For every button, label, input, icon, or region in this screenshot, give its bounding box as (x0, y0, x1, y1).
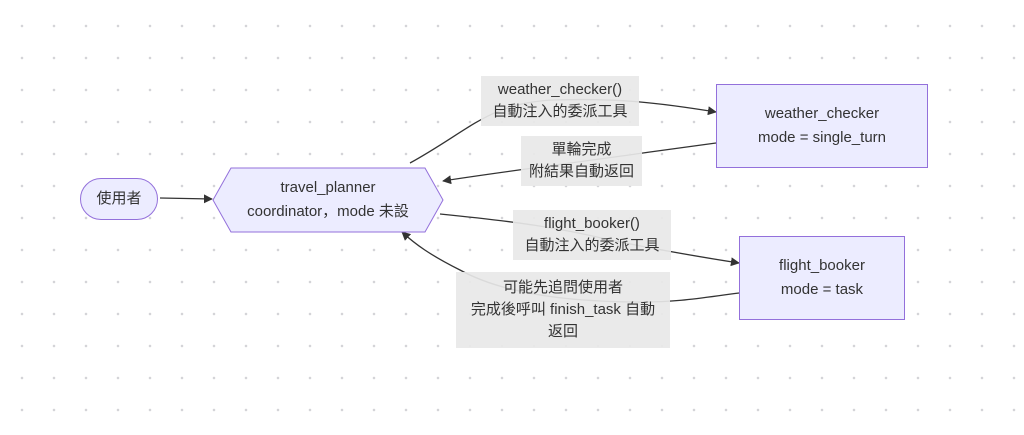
edge-label-to-weather-line1: weather_checker() (497, 81, 623, 98)
edge-label-to-weather-line2: 自動注入的委派工具 (492, 103, 628, 120)
edge-label-from-flight: 可能先追問使用者 完成後呼叫 finish_task 自動 返回 (456, 272, 670, 348)
node-flight-booker-subtitle: mode = task (780, 281, 864, 298)
edge-label-from-flight-line1: 可能先追問使用者 (502, 279, 623, 296)
edge-label-to-flight-line1: flight_booker() (544, 215, 640, 232)
node-user[interactable]: 使用者 (80, 178, 158, 220)
edge-label-to-flight: flight_booker() 自動注入的委派工具 (513, 210, 671, 260)
node-user-label: 使用者 (96, 190, 142, 207)
edge-label-to-weather: weather_checker() 自動注入的委派工具 (481, 76, 639, 126)
node-flight-booker-title: flight_booker (779, 257, 865, 274)
node-weather-checker-title: weather_checker (764, 105, 880, 122)
edge-user-to-planner (159, 194, 213, 204)
edge-label-from-flight-line2: 完成後呼叫 finish_task 自動 (470, 301, 656, 318)
node-weather-checker-subtitle: mode = single_turn (758, 129, 886, 146)
edge-label-from-weather-line1: 單輪完成 (551, 141, 612, 158)
edge-label-from-weather-line2: 附結果自動返回 (528, 163, 634, 180)
node-flight-booker[interactable]: flight_booker mode = task (739, 236, 905, 320)
node-travel-planner[interactable]: travel_planner coordinator，mode 未設 (212, 167, 444, 233)
node-weather-checker[interactable]: weather_checker mode = single_turn (716, 84, 928, 168)
node-travel-planner-subtitle: coordinator，mode 未設 (247, 203, 409, 220)
edge-label-from-weather: 單輪完成 附結果自動返回 (521, 136, 642, 186)
edge-label-from-flight-line3: 返回 (547, 323, 578, 340)
edge-label-to-flight-line2: 自動注入的委派工具 (524, 237, 660, 254)
node-travel-planner-title: travel_planner (280, 179, 376, 196)
node-travel-planner-shape (212, 167, 444, 233)
